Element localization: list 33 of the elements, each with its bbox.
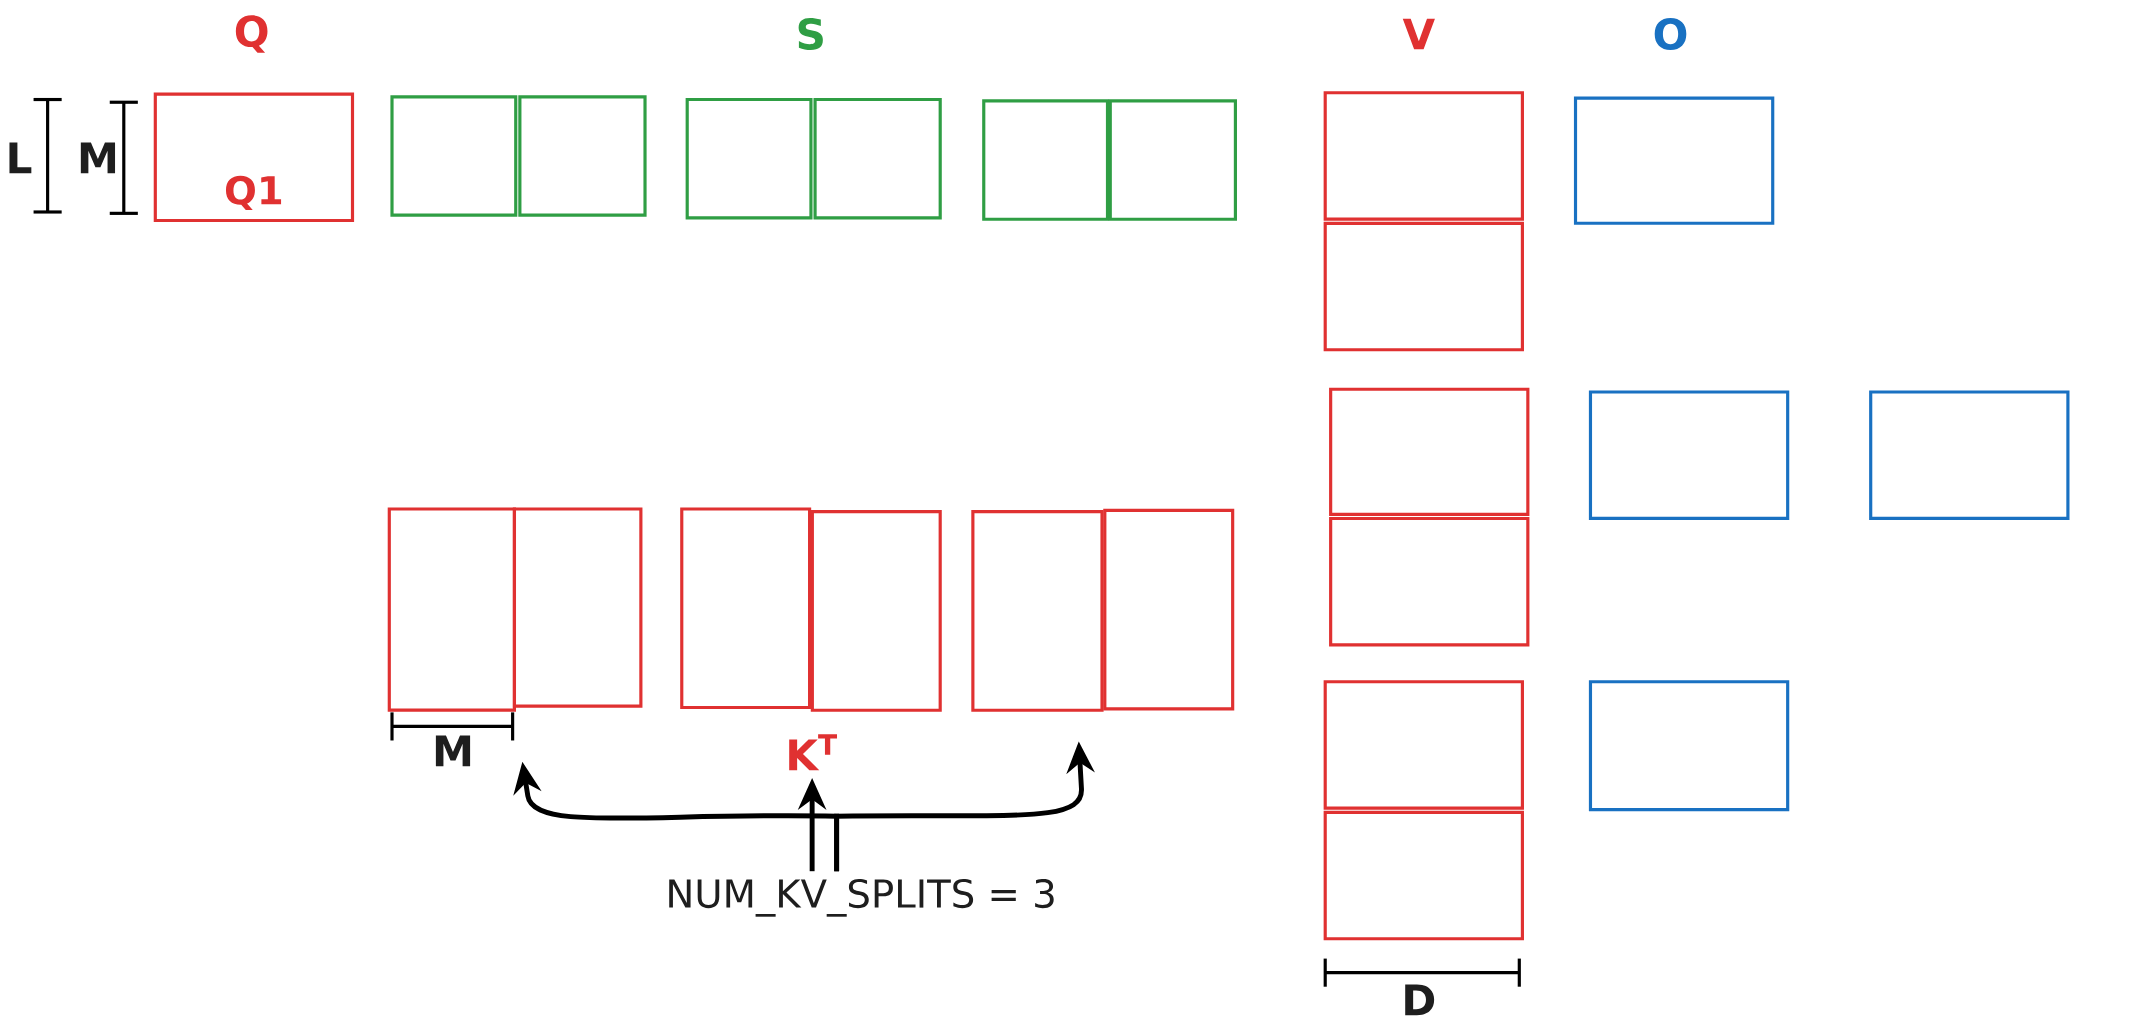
matrix-block xyxy=(1103,508,1235,711)
matrix-block xyxy=(1573,96,1775,225)
matrix-block xyxy=(813,97,942,220)
header-label: S xyxy=(798,17,823,50)
matrix-block xyxy=(971,509,1104,712)
dimension-label: L xyxy=(9,142,32,173)
matrix-block xyxy=(1323,91,1524,221)
split-count-label: NUM_KV_SPLITS = 3 xyxy=(669,878,1054,917)
dimension-label: D xyxy=(1405,984,1435,1016)
matrix-block xyxy=(1108,99,1237,221)
matrix-block xyxy=(390,95,518,217)
matrix-label: K$^{T}$ xyxy=(789,734,837,770)
dimension-label: M xyxy=(80,142,116,173)
matrix-block xyxy=(1588,680,1790,812)
matrix-block xyxy=(1869,390,2070,520)
matrix-block xyxy=(1323,810,1524,941)
matrix-block xyxy=(512,507,643,708)
matrix-block xyxy=(982,99,1110,221)
matrix-block xyxy=(685,97,813,220)
matrix-block xyxy=(1323,221,1524,352)
matrix-block xyxy=(1323,680,1524,810)
matrix-block xyxy=(810,509,942,712)
header-label: V xyxy=(1402,18,1435,50)
header-label: O xyxy=(1654,17,1687,50)
matrix-block xyxy=(680,507,812,709)
matrix-block xyxy=(1588,390,1790,520)
header-label: Q xyxy=(235,15,268,53)
matrix-block xyxy=(1329,387,1530,516)
matrix-block xyxy=(518,95,647,217)
matrix-block xyxy=(1329,516,1530,647)
matrix-block: Q1 xyxy=(153,92,355,222)
matrix-block xyxy=(387,507,516,712)
dimension-label: M xyxy=(435,735,471,767)
